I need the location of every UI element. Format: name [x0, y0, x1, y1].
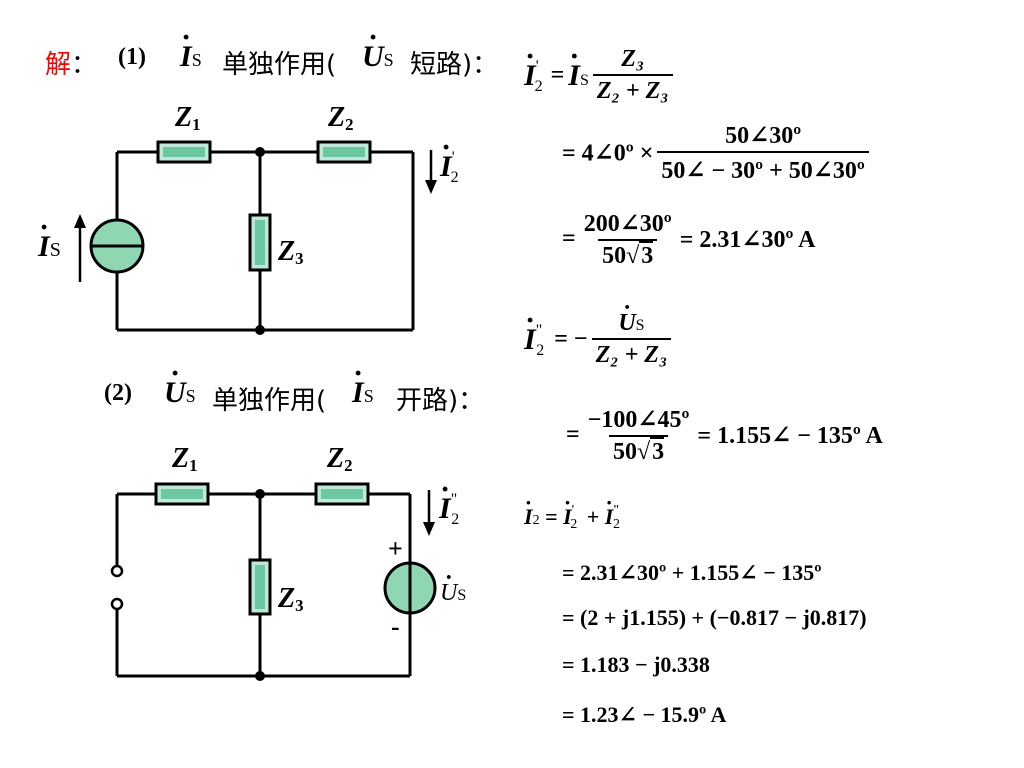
node-dot	[255, 325, 265, 335]
equation-line9: = 1.183 − j0.338	[562, 652, 710, 677]
arrow-down-icon	[425, 180, 437, 194]
equation-i2-sum: I2 = I'2 + I"2	[524, 490, 626, 532]
colon: ：	[71, 50, 98, 80]
is-symbol-2: IS	[352, 357, 374, 410]
label-z2: Z2	[328, 102, 354, 135]
us-symbol: US	[362, 21, 394, 74]
minus-sign: -	[391, 612, 400, 641]
part2-text: 单独作用(	[212, 386, 327, 416]
arrow-up-icon	[74, 214, 86, 228]
part2-number: (2)	[104, 380, 132, 406]
open-terminal	[110, 597, 124, 611]
equation-line10: = 1.23∠ − 15.9º A	[562, 702, 727, 727]
label-i2-prime: I'2	[440, 131, 463, 186]
part1-tail: 短路)：	[410, 50, 499, 80]
jie-label: 解	[45, 50, 72, 80]
label-z2-c2: Z2	[327, 443, 353, 476]
label-us: US	[440, 565, 466, 607]
label-z3: Z3	[278, 236, 304, 269]
plus-sign: +	[388, 534, 403, 563]
node-dot	[255, 147, 265, 157]
equation-line5: = −100∠45º 50√3 = 1.155∠ − 135º A	[566, 407, 883, 465]
is-symbol: IS	[180, 21, 202, 74]
equation-i2-dprime: I"2 = − US Z₂ + Z₃	[524, 295, 672, 369]
part2-tail: 开路)：	[396, 386, 485, 416]
us-symbol-2: US	[164, 357, 196, 410]
part1-number: (1)	[118, 44, 146, 70]
label-z1-c2: Z1	[172, 443, 198, 476]
part1-text: 单独作用(	[222, 50, 337, 80]
open-terminal	[110, 564, 124, 578]
equation-line7: = 2.31∠30º + 1.155∠ − 135º	[562, 560, 822, 585]
equation-i2-prime: I'2 = IS Z₃ Z₂ + Z₃	[524, 40, 673, 105]
label-is: IS	[38, 211, 61, 264]
label-z1: Z1	[175, 102, 201, 135]
solution-heading: 解：	[45, 44, 97, 81]
label-i2-dprime: I"2	[439, 473, 465, 528]
equation-line2: = 4∠0º × 50∠30º 50∠ − 30º + 50∠30º	[562, 120, 869, 185]
label-z3-c2: Z3	[278, 583, 304, 616]
equation-line8: = (2 + j1.155) + (−0.817 − j0.817)	[562, 605, 867, 630]
equation-line3: = 200∠30º 50√3 = 2.31∠30º A	[562, 211, 816, 269]
